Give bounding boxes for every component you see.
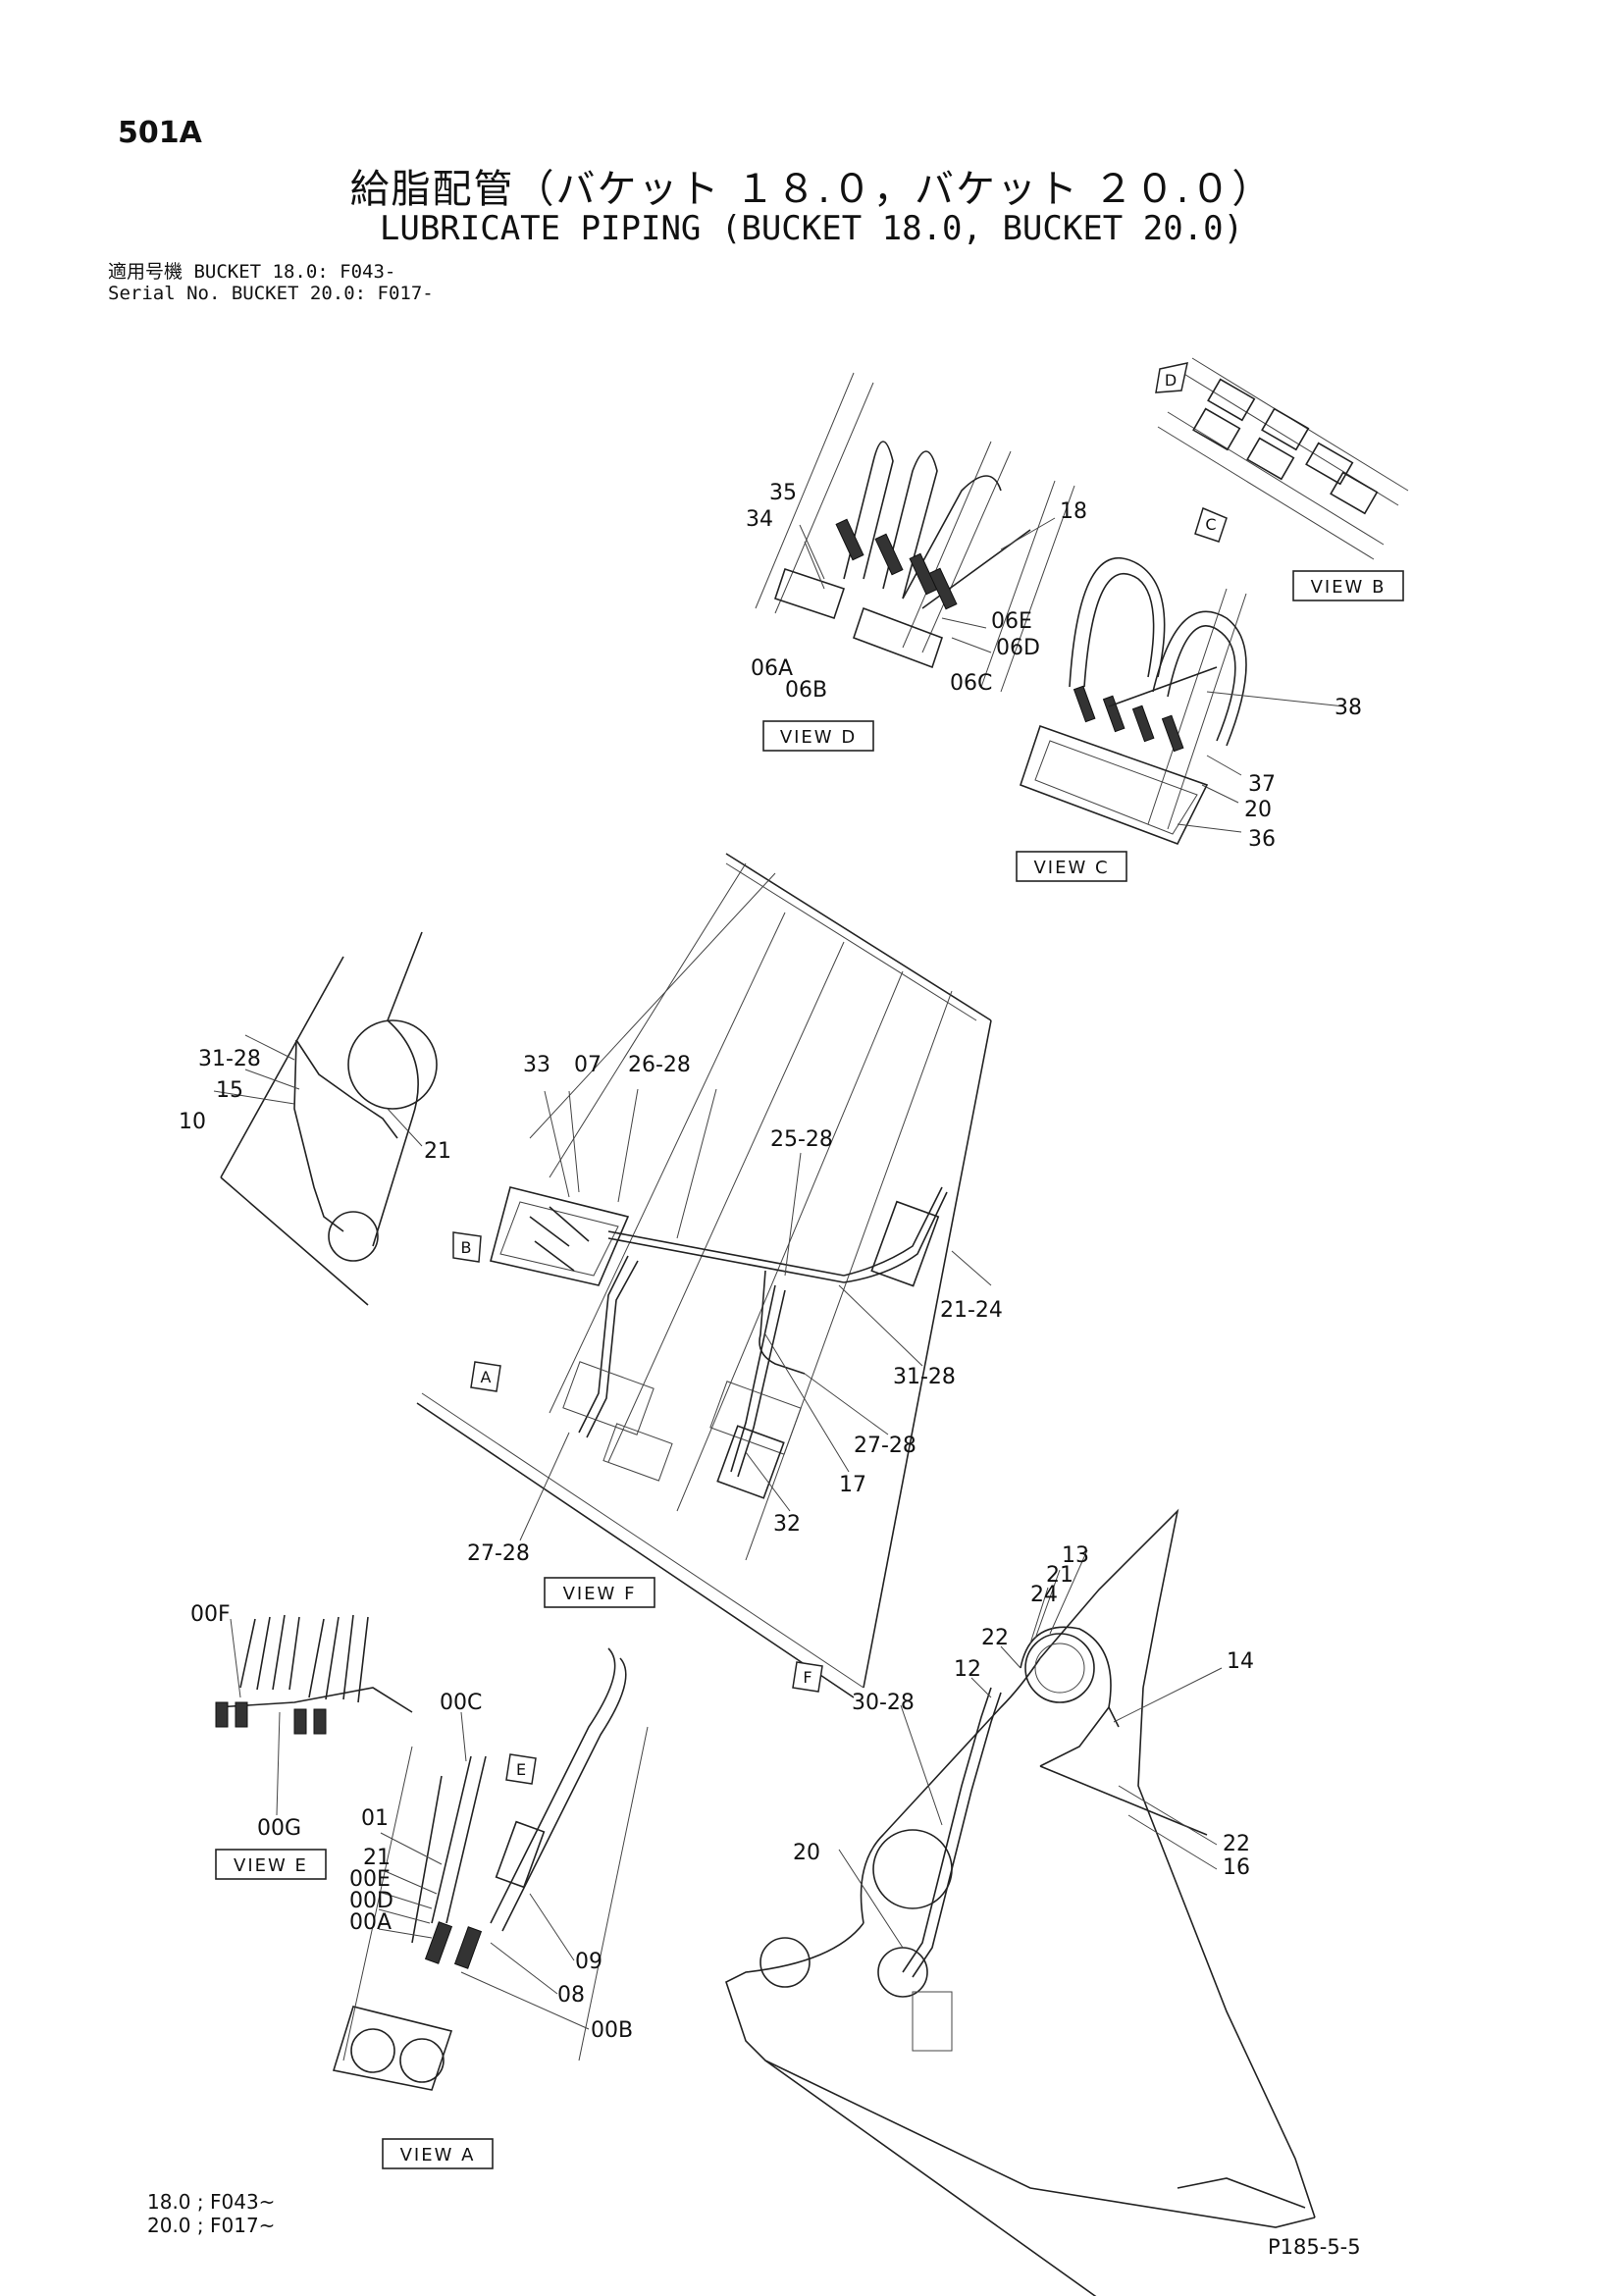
view-label-c: VIEW C [1016,851,1127,882]
svg-text:D: D [1165,371,1177,390]
svg-text:B: B [461,1238,472,1257]
callout-31-28-main: 31-28 [893,1365,956,1389]
svg-text:E: E [516,1760,526,1779]
callout-06c: 06C [950,671,992,696]
callout-26-28: 26-28 [628,1053,691,1077]
callout-00c: 00C [440,1691,482,1715]
callout-00d: 00D [349,1889,393,1913]
callout-16: 16 [1223,1855,1250,1880]
view-marker-e: E [505,1753,537,1785]
callout-06a: 06A [751,656,793,681]
view-c-text: VIEW C [1033,858,1109,878]
callout-09: 09 [575,1950,602,1974]
footer-serial-20: 20.0 ; F017~ [147,2214,276,2237]
view-label-e: VIEW E [215,1849,327,1880]
callout-37: 37 [1248,772,1276,797]
view-d-text: VIEW D [780,727,857,748]
callout-21-24: 21-24 [940,1298,1003,1323]
callout-01: 01 [361,1806,389,1831]
view-marker-c: C [1194,506,1228,543]
view-b-detail [1157,357,1409,560]
callout-15: 15 [216,1078,243,1103]
view-d-detail [755,372,1056,669]
view-marker-a: A [470,1361,501,1392]
callout-06d: 06D [996,636,1040,660]
callout-20-bucket: 20 [793,1841,820,1865]
callout-35: 35 [769,481,797,505]
callout-36: 36 [1248,827,1276,852]
view-label-a: VIEW A [382,2138,494,2169]
callout-07: 07 [574,1053,602,1077]
callout-10: 10 [179,1110,206,1134]
view-label-d: VIEW D [762,720,874,752]
callout-13: 13 [1062,1543,1089,1568]
callout-14: 14 [1227,1649,1254,1674]
callout-27-28-left: 27-28 [467,1541,530,1566]
callout-00b: 00B [591,2018,633,2043]
view-marker-d: D [1155,362,1188,393]
callout-00a: 00A [349,1910,392,1935]
callout-17: 17 [839,1473,866,1497]
svg-text:C: C [1205,515,1216,534]
callout-00e: 00E [349,1867,391,1892]
callout-00g: 00G [257,1816,301,1841]
view-label-b: VIEW B [1292,570,1404,601]
callout-08: 08 [557,1983,585,2008]
callout-21-arm: 21 [424,1139,451,1164]
callout-33: 33 [523,1053,550,1077]
callout-34: 34 [746,507,773,532]
svg-text:F: F [803,1668,812,1687]
view-marker-f: F [792,1661,823,1693]
view-e-text: VIEW E [234,1855,308,1876]
view-e-detail [215,1614,413,1816]
view-c-detail [980,480,1345,846]
view-a-detail [332,1647,649,2091]
svg-text:A: A [481,1368,492,1386]
footer-serial-18: 18.0 ; F043~ [147,2190,276,2214]
arm-side-detail [213,931,438,1306]
callout-21-view-a: 21 [363,1846,391,1870]
view-f-text: VIEW F [563,1584,637,1604]
callout-25-28: 25-28 [770,1127,833,1152]
callout-00f: 00F [190,1602,231,1627]
callout-22-right: 22 [1223,1832,1250,1856]
callout-06e: 06E [991,609,1032,634]
part-callouts: 35 34 18 06E 06D 06A 06B 06C 38 37 20 36… [179,481,1362,2043]
main-arm-assembly [416,853,992,1698]
callout-38: 38 [1335,696,1362,720]
serial-applicability-line-2: Serial No. BUCKET 20.0: F017- [108,283,434,304]
callout-18: 18 [1060,499,1087,524]
callout-12: 12 [954,1657,981,1682]
page-title-english: LUBRICATE PIPING (BUCKET 18.0, BUCKET 20… [379,209,1244,248]
view-b-text: VIEW B [1311,577,1387,598]
page-code: P185-5-5 [1268,2235,1361,2259]
view-a-text: VIEW A [400,2145,476,2166]
callout-30-28: 30-28 [852,1691,915,1715]
callout-24: 24 [1030,1583,1058,1607]
view-label-f: VIEW F [544,1577,655,1608]
callout-22-top: 22 [981,1626,1009,1650]
callout-31-28-arm: 31-28 [198,1047,261,1071]
page-number: 501A [118,116,202,150]
bucket-assembly [725,1508,1316,2296]
page-title-japanese: 給脂配管（バケット １８.０，バケット ２０.０） [349,167,1274,212]
view-marker-b: B [452,1231,482,1263]
callout-06b: 06B [785,678,827,703]
serial-applicability-line-1: 適用号機 BUCKET 18.0: F043- [108,261,396,283]
callout-27-28-right: 27-28 [854,1434,916,1458]
callout-32: 32 [773,1512,801,1537]
callout-20-view-c: 20 [1244,798,1272,822]
callout-21-bucket: 21 [1046,1563,1073,1588]
